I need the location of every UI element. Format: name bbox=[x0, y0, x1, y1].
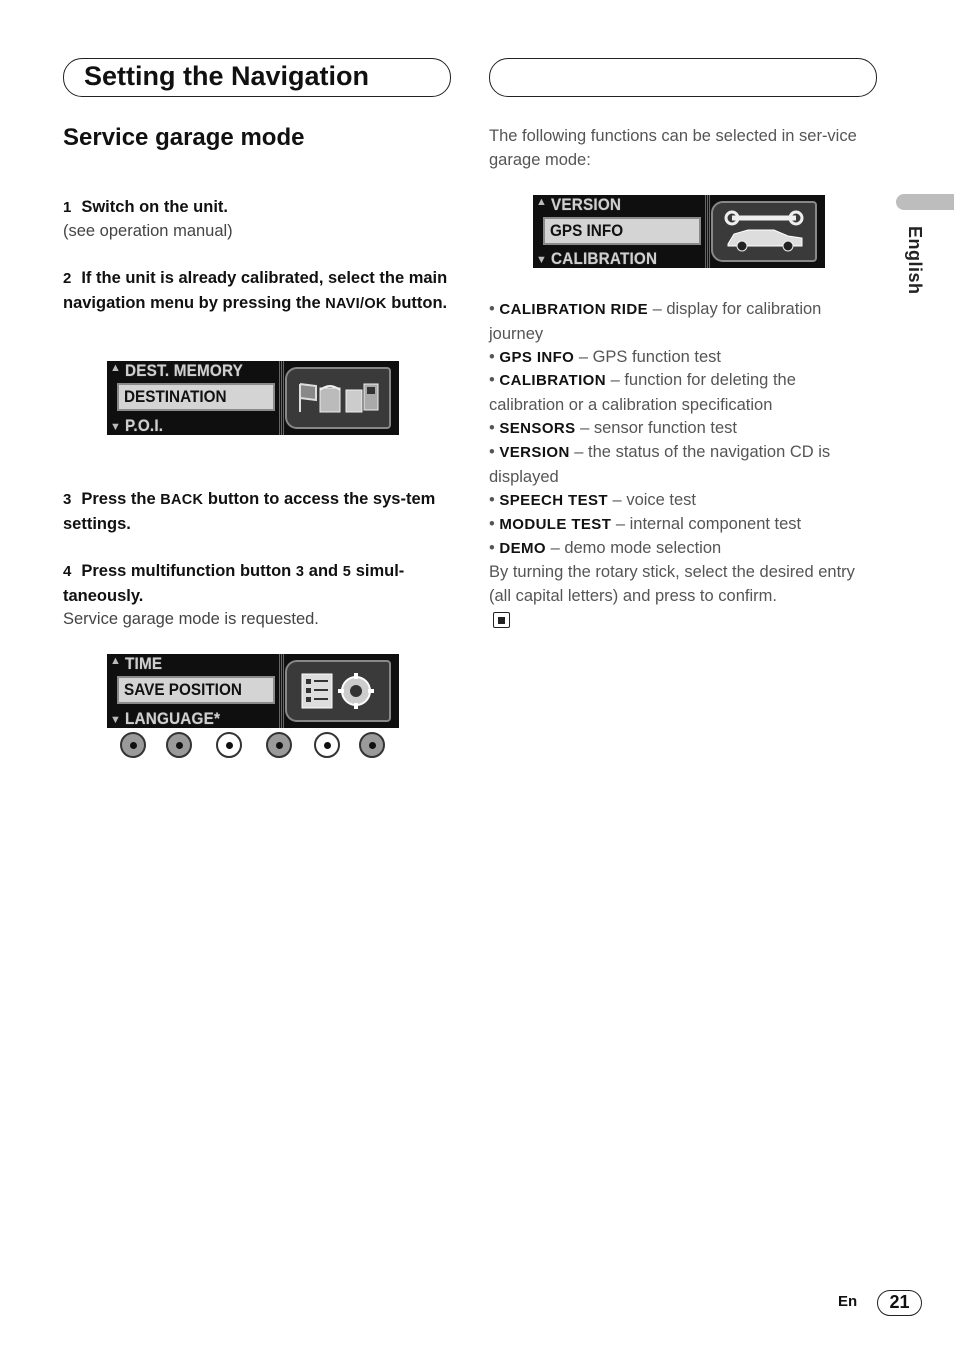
display-top-item: VERSION bbox=[551, 195, 622, 214]
display-bottom-item: LANGUAGE* bbox=[125, 709, 221, 728]
step-4-note: Service garage mode is requested. bbox=[63, 610, 319, 628]
bullet-item: • VERSION – the status of the navigation… bbox=[489, 443, 831, 486]
multifunction-button-2 bbox=[166, 732, 192, 758]
navi-ok-key: NAVI/OK bbox=[325, 296, 387, 312]
service-garage-display: ▲ VERSION GPS INFO ▼ CALIBRATION bbox=[533, 195, 825, 268]
menu-icons bbox=[285, 367, 391, 429]
display-selected-item: GPS INFO bbox=[543, 217, 701, 245]
down-arrow-icon: ▼ bbox=[536, 254, 547, 266]
multifunction-button-5 bbox=[314, 732, 340, 758]
bullet-item: • MODULE TEST – internal component test bbox=[489, 515, 802, 533]
system-settings-display: ▲ TIME SAVE POSITION ▼ LANGUAGE* bbox=[107, 654, 399, 728]
display-selected-item: DESTINATION bbox=[117, 383, 275, 411]
display-top-item: TIME bbox=[125, 654, 163, 673]
header-title-box: Setting the Navigation bbox=[63, 58, 451, 97]
step-1-note: (see operation manual) bbox=[63, 222, 233, 240]
bullet-item: • DEMO – demo mode selection bbox=[489, 539, 722, 557]
bullet-item: • SENSORS – sensor function test bbox=[489, 419, 737, 437]
settings-icons-graphic bbox=[301, 673, 374, 709]
bullet-item: • CALIBRATION RIDE – display for calibra… bbox=[489, 300, 822, 343]
bullet-item: • CALIBRATION – function for deleting th… bbox=[489, 371, 796, 414]
footer-language: En bbox=[838, 1293, 858, 1310]
page-number: 21 bbox=[877, 1290, 922, 1316]
display-bottom-item: P.O.I. bbox=[125, 416, 164, 435]
up-arrow-icon: ▲ bbox=[110, 655, 121, 667]
outro-text: By turning the rotary stick, select the … bbox=[489, 563, 855, 605]
language-label: English bbox=[905, 226, 925, 295]
multifunction-button-3 bbox=[216, 732, 242, 758]
back-key: BACK bbox=[160, 492, 204, 508]
nav-menu-display: ▲ DEST. MEMORY DESTINATION ▼ P.O.I. bbox=[107, 361, 399, 435]
intro-text: The following functions can be selected … bbox=[489, 127, 857, 169]
multifunction-button-1 bbox=[120, 732, 146, 758]
bullet-item: • SPEECH TEST – voice test bbox=[489, 491, 697, 509]
header-empty-box bbox=[489, 58, 877, 97]
down-arrow-icon: ▼ bbox=[110, 714, 121, 726]
language-tab bbox=[896, 194, 954, 210]
display-selected-item: SAVE POSITION bbox=[117, 676, 275, 704]
bullet-item: • GPS INFO – GPS function test bbox=[489, 348, 721, 366]
display-bottom-item: CALIBRATION bbox=[551, 249, 658, 268]
multifunction-button-6 bbox=[359, 732, 385, 758]
menu-icons-graphic bbox=[299, 383, 379, 413]
end-mark-icon bbox=[493, 612, 510, 628]
section-title: Service garage mode bbox=[63, 124, 305, 151]
multifunction-button-4 bbox=[266, 732, 292, 758]
display-top-item: DEST. MEMORY bbox=[125, 361, 244, 380]
settings-icons bbox=[285, 660, 391, 722]
down-arrow-icon: ▼ bbox=[110, 421, 121, 433]
up-arrow-icon: ▲ bbox=[110, 362, 121, 374]
wrench-car-icon bbox=[711, 201, 817, 262]
wrench-car-graphic bbox=[724, 210, 804, 251]
up-arrow-icon: ▲ bbox=[536, 196, 547, 208]
page-title: Setting the Navigation bbox=[84, 61, 370, 91]
